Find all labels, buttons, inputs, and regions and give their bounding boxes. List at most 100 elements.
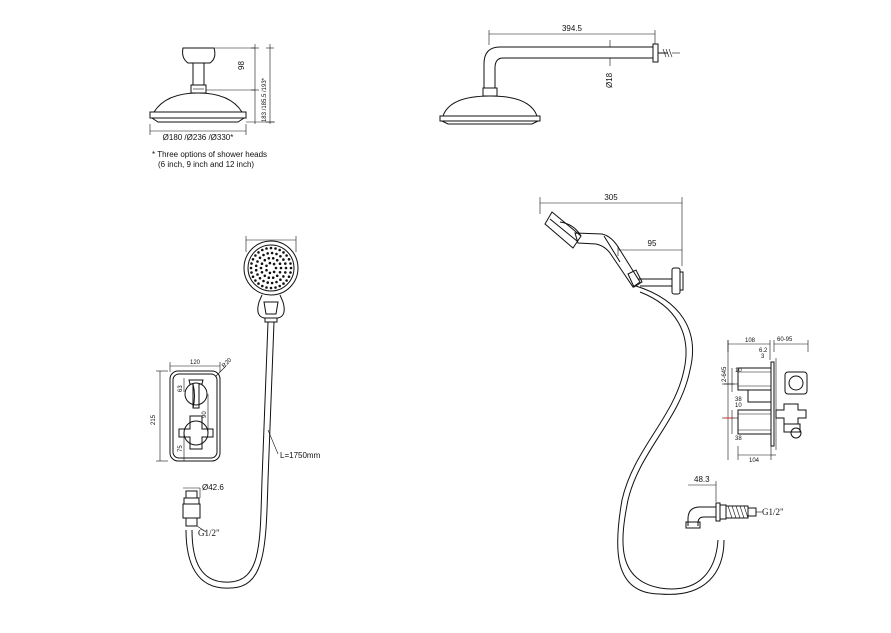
nozzle-dot	[274, 286, 277, 289]
plate-height: 215	[151, 414, 157, 425]
nozzle-dot	[265, 268, 268, 272]
head-diameters: Ø180 /Ø236 /Ø330*	[163, 133, 234, 142]
nozzle-dot	[254, 254, 257, 257]
nozzle-dot	[250, 271, 253, 274]
outlet-elbow-side	[685, 481, 762, 529]
nozzle-dot	[254, 279, 257, 282]
nozzle-dot	[278, 262, 282, 266]
nozzle-dot	[272, 262, 276, 266]
nozzle-dot	[265, 286, 268, 289]
nozzle-dot	[251, 275, 255, 279]
nozzle-dot	[254, 268, 258, 272]
nozzle-dot	[274, 266, 278, 270]
plate-middle: 90	[202, 411, 208, 418]
valve-small-a: 6.2	[759, 348, 768, 354]
nozzle-dot	[262, 279, 265, 283]
nozzle-dot	[254, 264, 258, 268]
nozzle-dot	[282, 282, 285, 285]
nozzle-dot	[266, 281, 270, 284]
hose-length: L=1750mm	[280, 451, 321, 460]
nozzle-dot	[258, 276, 262, 280]
nozzle-dot	[289, 271, 292, 274]
outlet-diameter: Ø42.6	[202, 483, 224, 492]
nozzle-dot	[249, 266, 253, 270]
hand-reach: 305	[604, 193, 618, 202]
fixed-head-side-view	[439, 30, 680, 125]
nozzle-dot	[279, 266, 283, 270]
nozzle-dot	[275, 280, 278, 284]
nozzle-dot	[285, 279, 288, 282]
nozzle-dot	[268, 261, 272, 265]
nozzle-dot	[262, 253, 265, 257]
nozzle-dot	[282, 258, 285, 261]
handset-side-view	[539, 197, 684, 295]
hose-leader	[267, 429, 279, 455]
nozzle-dot	[266, 252, 270, 255]
nozzle-dot	[282, 275, 285, 278]
nozzle-dot	[263, 258, 267, 262]
nozzle-dot	[260, 271, 264, 274]
fixed-head-front-view	[149, 44, 275, 135]
nozzle-dot	[272, 270, 276, 274]
nozzle-dot	[284, 266, 288, 270]
nozzle-dot	[269, 246, 273, 250]
nozzle-dot	[257, 282, 260, 285]
nozzle-dot	[278, 284, 282, 288]
elbow-length: 48.3	[694, 475, 710, 484]
nozzle-dot	[287, 258, 291, 261]
bracket-depth: 95	[648, 239, 657, 248]
plate-lower: 75	[178, 445, 184, 452]
nozzle-dot	[275, 274, 279, 278]
head-total-height: 183 /185.5 /193*	[262, 77, 268, 122]
nozzle-dot	[257, 251, 260, 254]
nozzle-dot	[271, 257, 275, 260]
valve-small-b: 3	[761, 354, 765, 360]
nozzle-dot	[279, 254, 282, 258]
valve-top-gap: 38	[735, 397, 742, 403]
valve-faceplate-front	[156, 362, 227, 462]
note-line-1: * Three options of shower heads	[152, 150, 267, 159]
hose-side-view	[617, 285, 725, 595]
nozzle-dot	[261, 248, 264, 252]
hose-front-view	[185, 321, 275, 589]
nozzle-dot	[267, 276, 271, 280]
valve-depth-range: 60-95	[777, 337, 793, 343]
valve-bottom-gap: 38	[735, 436, 742, 442]
valve-side-range: 2-645	[722, 366, 728, 382]
nozzle-dot	[265, 264, 268, 268]
nozzle-dot	[258, 256, 262, 260]
nozzle-dot	[275, 258, 279, 262]
nozzle-dot	[260, 262, 264, 266]
nozzle-dot	[284, 262, 287, 265]
elbow-thread: G1/2"	[762, 507, 784, 517]
nozzle-dot	[251, 258, 255, 261]
nozzle-dot	[250, 262, 253, 265]
outlet-elbow-front	[182, 487, 207, 533]
plate-upper: 63	[178, 385, 184, 392]
nozzle-dot	[289, 262, 292, 265]
nozzle-dot	[271, 276, 275, 280]
plate-radius: R20	[221, 357, 233, 369]
nozzle-dot	[268, 271, 272, 275]
valve-side-section	[722, 340, 809, 460]
nozzle-dot	[267, 257, 271, 260]
valve-top-offset: 10	[735, 368, 742, 374]
nozzle-dot	[287, 275, 291, 279]
note-line-2: (6 inch, 9 inch and 12 inch)	[158, 160, 254, 169]
nozzle-dot	[279, 278, 282, 282]
valve-bottom-offset: 10	[735, 403, 742, 409]
nozzle-dot	[270, 251, 274, 255]
valve-base-width: 104	[749, 458, 760, 464]
nozzle-dot	[265, 247, 268, 250]
outlet-thread: G1/2"	[198, 528, 220, 538]
nozzle-dot	[289, 266, 293, 270]
handset-front-view	[243, 236, 299, 323]
arm-diameter: Ø18	[605, 72, 614, 88]
plate-width: 120	[190, 360, 201, 366]
nozzle-dot	[259, 266, 263, 270]
nozzle-dot	[282, 251, 285, 254]
nozzle-dot	[275, 252, 278, 256]
arm-length: 394.5	[562, 24, 583, 33]
nozzle-dot	[256, 273, 259, 276]
